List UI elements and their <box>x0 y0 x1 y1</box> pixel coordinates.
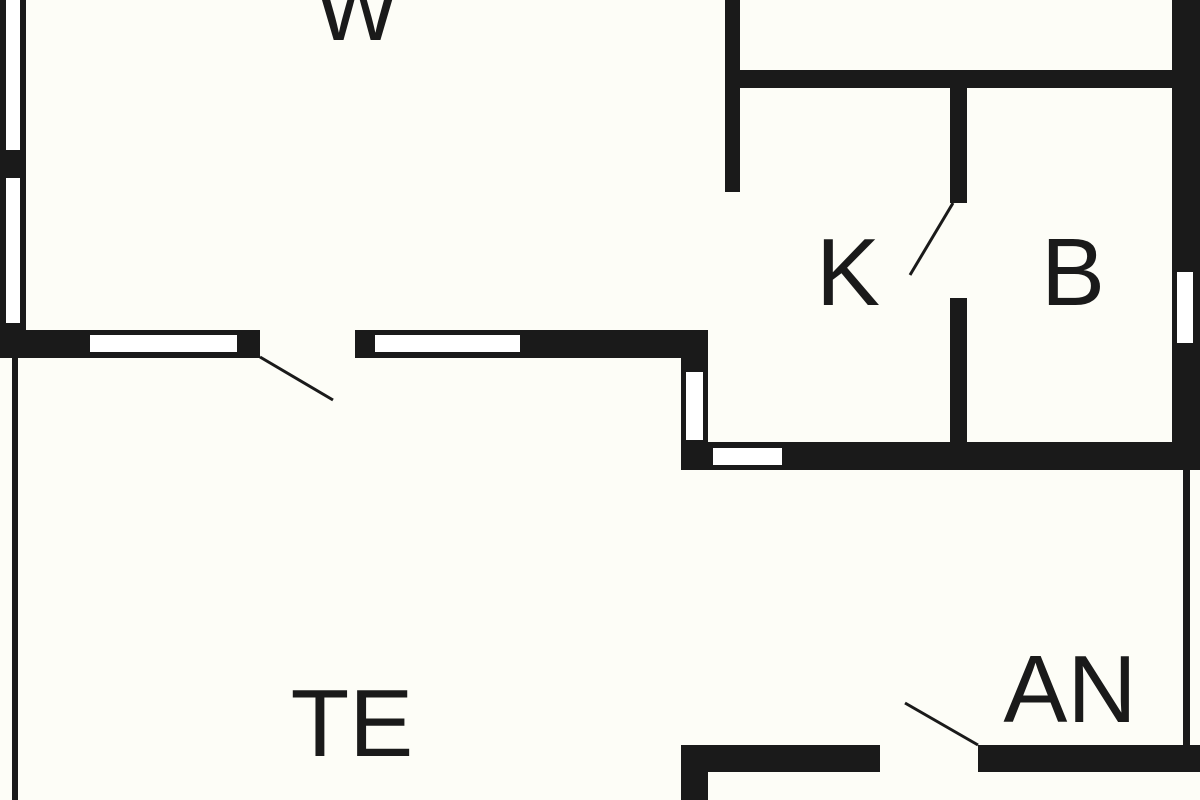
room-label-w: W <box>315 0 398 59</box>
window <box>686 372 703 440</box>
room-labels: W K B TE AN <box>291 0 1137 777</box>
window <box>713 448 782 465</box>
door-swing-w-te <box>259 355 334 402</box>
wall-te-west <box>12 358 18 800</box>
windows <box>6 0 1193 465</box>
door-opening-w-te <box>260 330 355 358</box>
door-swing-an <box>904 701 979 747</box>
wall-k-b-lower <box>950 298 967 442</box>
wall-w-east <box>725 0 740 192</box>
window <box>6 0 20 150</box>
wall-an-east <box>1183 470 1190 750</box>
wall-an-south-left <box>681 745 880 772</box>
wall-bottom-stub <box>681 745 708 800</box>
window <box>6 178 20 323</box>
window <box>90 335 237 352</box>
door-swings <box>259 202 979 747</box>
window <box>375 335 520 352</box>
window <box>1177 272 1193 343</box>
room-label-k: K <box>816 219 880 326</box>
door-swing-k-b <box>908 202 955 276</box>
wall-k-north <box>725 70 1172 88</box>
room-label-te: TE <box>291 670 414 777</box>
wall-an-south-right <box>978 745 1200 772</box>
wall-k-b-upper <box>950 88 967 203</box>
door-openings <box>260 330 978 772</box>
room-label-b: B <box>1041 219 1105 326</box>
room-label-an: AN <box>1003 636 1136 743</box>
door-opening-an <box>880 745 978 772</box>
wall-right <box>1172 0 1200 470</box>
